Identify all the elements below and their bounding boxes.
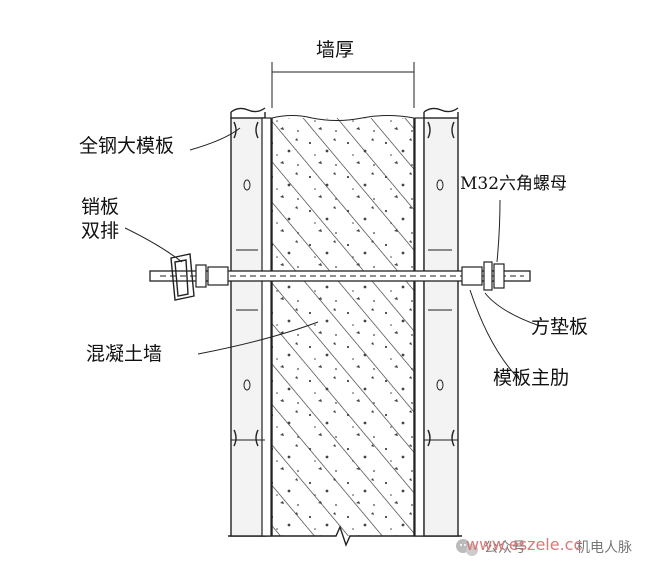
square-washer-label: 方垫板 <box>531 316 588 338</box>
watermark: 公众号 机电人脉 www.eszele.cc <box>456 535 632 556</box>
wechat-icon <box>456 539 478 556</box>
watermark-platform: 公众号 <box>484 540 526 556</box>
concrete-wall <box>228 115 462 547</box>
concrete-wall-label: 混凝土墙 <box>86 343 162 365</box>
left-steel-formwork <box>230 107 272 537</box>
right-steel-formwork <box>414 107 459 537</box>
watermark-url: www.eszele.cc <box>466 535 582 554</box>
left-pin-plate <box>170 253 229 301</box>
wall-thickness-dimension: 墙厚 <box>271 39 415 108</box>
right-nut-washer <box>461 261 505 291</box>
pin-plate-label: 销板 <box>81 196 119 218</box>
m32-nut-label: M32六角螺母 <box>460 174 567 194</box>
leader-lines <box>124 127 541 381</box>
watermark-account: 机电人脉 <box>576 540 632 556</box>
main-rib-label: 模板主肋 <box>493 367 569 389</box>
double-row-label: 双排 <box>81 220 119 242</box>
steel-formwork-label: 全钢大模板 <box>79 135 174 157</box>
wall-thickness-label: 墙厚 <box>316 39 354 61</box>
